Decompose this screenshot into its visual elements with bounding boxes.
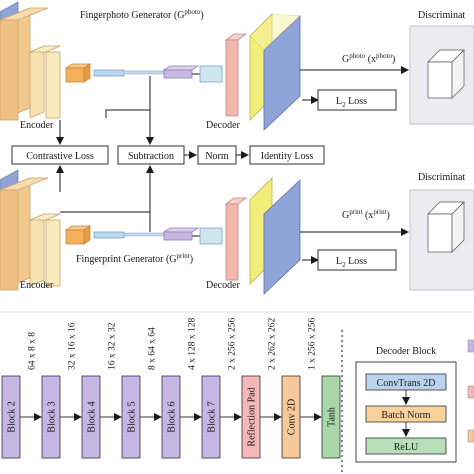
l2-loss-bottom-box [317, 249, 397, 271]
chain-block-label-6: Reflection Pad [247, 387, 258, 446]
photo-decoder [224, 13, 301, 131]
l2-loss-bottom-label: L2 Loss [336, 256, 367, 269]
chain-shape-label-2: 16 x 32 x 32 [108, 322, 118, 370]
contrastive-loss-label: Contrastive Loss [26, 151, 94, 162]
photo-skip-block [199, 65, 223, 83]
convtrans-label: ConvTrans 2D [377, 378, 436, 389]
print-generator-title: Fingerprint Generator (Gprint) [76, 252, 193, 265]
photo-latent-bar [93, 69, 125, 77]
relu-box [365, 437, 447, 455]
norm-label: Norm [205, 151, 229, 162]
photo-output-label: Gphoto (xphoto) [342, 52, 395, 65]
decoder-block-title: Decoder Block [376, 346, 436, 357]
print-bottleneck [64, 225, 92, 245]
photo-encoder [0, 7, 61, 121]
chain-shape-label-4: 4 x 128 x 128 [188, 318, 198, 371]
print-generator: Fingerprint Generator (Gprint) Encoder D… [0, 169, 474, 295]
print-decoder-label: Decoder [206, 280, 241, 291]
chain-shape-label-7: 1 x 256 x 256 [308, 318, 318, 371]
chain-block-label-7: Conv 2D [287, 399, 298, 435]
print-decoder [224, 177, 301, 295]
chain-block-label-0: Block 2 [7, 401, 18, 432]
chain-shape-label-6: 2 x 262 x 262 [268, 318, 278, 371]
chain-block-8 [321, 375, 341, 459]
chain-block-label-1: Block 3 [47, 401, 58, 432]
chain-block-label-8: Tanh [327, 407, 338, 427]
decoder-chain: Block 2 64 x 8 x 8 Block 3 32 x 16 x 16 Bloc… [1, 318, 341, 459]
chain-shape-label-5: 2 x 256 x 256 [228, 318, 238, 371]
identity-loss-label: Identity Loss [261, 151, 314, 162]
print-discriminator-label: Discriminat [418, 172, 465, 183]
print-output-label: Gprint (xprint) [342, 208, 390, 221]
photo-decoder-label: Decoder [206, 120, 241, 131]
photo-encoder-label: Encoder [20, 120, 54, 131]
l2-loss-top-label: L2 Loss [336, 96, 367, 109]
photo-bottleneck [64, 63, 92, 83]
batchnorm-label: Batch Norm [381, 410, 430, 421]
photo-generator-title: Fingerphoto Generator (Gphoto) [80, 8, 204, 21]
chain-block-label-4: Block 6 [167, 401, 178, 432]
loss-row: Contrastive Loss Subtraction Norm Identi… [11, 76, 325, 232]
chain-shape-label-0: 64 x 8 x 8 [28, 332, 38, 370]
subtraction-label: Subtraction [128, 151, 174, 162]
chain-block-label-2: Block 4 [87, 401, 98, 432]
print-encoder [0, 177, 61, 291]
chain-block-label-5: Block 7 [207, 401, 218, 432]
print-discriminator: Discriminat [409, 172, 474, 291]
photo-generator: Fingerphoto Generator (Gphoto) Encoder D… [0, 1, 474, 131]
print-skip-block [199, 227, 223, 245]
identity-loss-box [249, 145, 325, 165]
print-latent-purple [163, 231, 193, 241]
chain-block-label-3: Block 5 [127, 401, 138, 432]
contrastive-loss-box [11, 145, 109, 165]
photo-latent-purple [163, 69, 193, 79]
relu-label: ReLU [394, 442, 419, 453]
photo-discriminator: Discriminat [409, 10, 474, 125]
chain-shape-label-3: 8 x 64 x 64 [148, 327, 158, 370]
photo-discriminator-label: Discriminat [418, 10, 465, 21]
decoder-block-legend: Decoder Block ConvTrans 2D Batch Norm Re… [355, 339, 474, 463]
l2-loss-top-box [317, 89, 397, 111]
print-encoder-label: Encoder [20, 280, 54, 291]
print-latent-bar [93, 231, 125, 239]
chain-shape-label-1: 32 x 16 x 16 [68, 322, 78, 370]
